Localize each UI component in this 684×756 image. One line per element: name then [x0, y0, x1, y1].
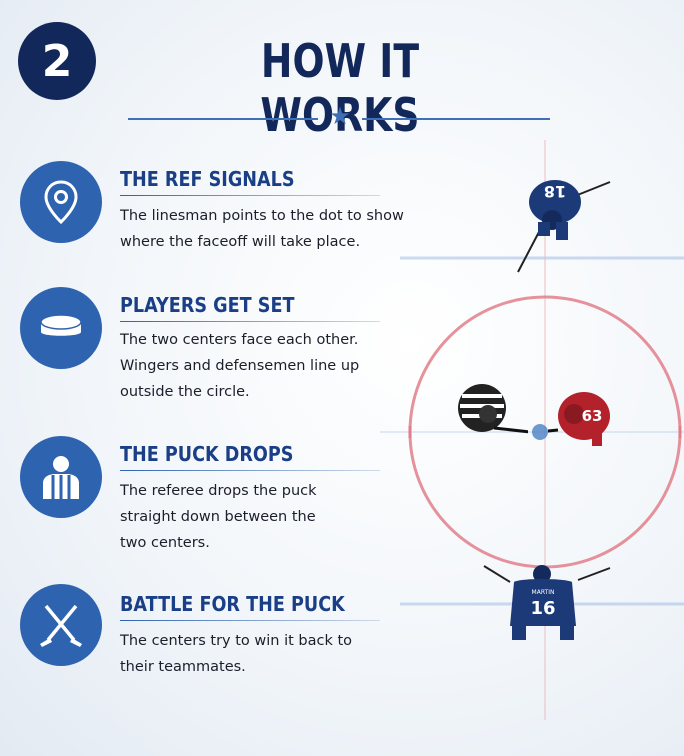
map-pin-icon	[44, 180, 78, 224]
step-heading: BATTLE FOR THE PUCK	[120, 592, 345, 616]
crossed-hockey-sticks-icon	[40, 604, 82, 647]
title-divider-left	[128, 118, 318, 120]
step-heading: PLAYERS GET SET	[120, 293, 295, 317]
top-player-number: 18	[544, 182, 566, 201]
heading-rule	[120, 195, 380, 196]
bottom-player-illustration: MARTIN 16	[483, 565, 611, 640]
page-title: HOW IT WORKS	[260, 34, 420, 142]
step-icon-circle	[20, 161, 102, 243]
referee-icon	[43, 456, 79, 499]
bottom-player-number: 16	[530, 598, 555, 619]
step-description: The centers try to win it back to their …	[120, 633, 353, 675]
star-icon: ★	[329, 102, 351, 130]
step-heading: THE REF SIGNALS	[120, 167, 295, 191]
heading-rule	[120, 321, 380, 322]
red-player-number: 63	[582, 407, 603, 425]
heading-rule	[120, 470, 380, 471]
hockey-puck-icon	[40, 314, 82, 336]
referee-illustration	[458, 384, 528, 434]
heading-rule	[120, 620, 380, 621]
step-icon-circle	[20, 436, 102, 518]
step-icon-circle	[20, 584, 102, 666]
step-description: The linesman points to the dot to show w…	[120, 208, 404, 250]
step-icon-circle	[20, 287, 102, 369]
step-heading: THE PUCK DROPS	[120, 442, 294, 466]
bottom-player-name: MARTIN	[532, 589, 555, 596]
red-player-illustration: 63	[548, 392, 610, 446]
step-description: The referee drops the puck straight down…	[120, 483, 317, 551]
top-player-illustration: 18	[517, 180, 611, 273]
step-description: The two centers face each other. Wingers…	[120, 332, 360, 400]
title-divider-right	[362, 118, 550, 120]
step-number-badge: 2	[18, 22, 96, 100]
